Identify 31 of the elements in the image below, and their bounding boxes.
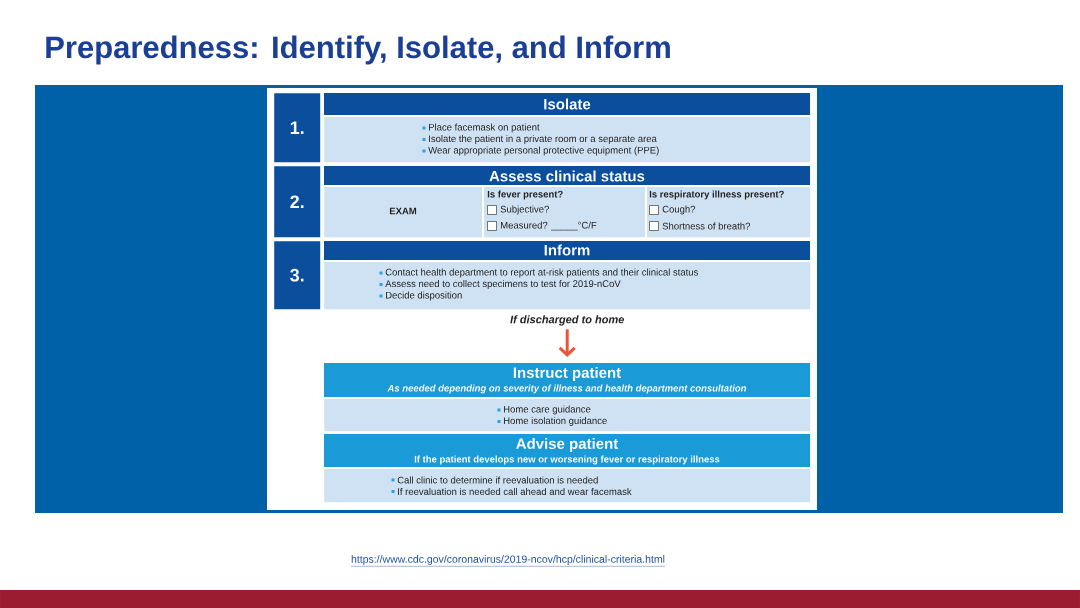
checkbox-item: Shortness of breath?	[649, 221, 751, 231]
url-link: https://www.cdc.gov/coronavirus/2019-ncov/hcp/clinical-criteria.html	[350, 555, 666, 567]
bullet-item: Decide disposition	[379, 291, 462, 301]
bullet-item: Isolate the patient in a private room or a separate area	[422, 135, 657, 144]
section-heading: Advise patient	[516, 438, 619, 452]
row-label: EXAM	[389, 207, 417, 215]
bullet-item: If reevaluation is needed call ahead and wear facemask	[391, 488, 632, 495]
section-heading: Inform	[544, 244, 590, 256]
bullet-item: Home isolation guidance	[497, 417, 607, 426]
title: Preparedness: Identify, Isolate, and Inform	[46, 35, 670, 65]
step-number-box: 3.	[274, 241, 321, 310]
section-heading: Isolate	[544, 98, 591, 110]
edge-label: If discharged to home	[510, 315, 625, 326]
bullet-item: Wear appropriate personal protective equipment (PPE)	[422, 146, 659, 156]
step-number-box: 2.	[274, 166, 321, 238]
bullet-item: Contact health department to report at-risk patients and their clinical status	[379, 268, 698, 278]
bullet-item: Call clinic to determine if reevaluation is needed	[391, 476, 598, 484]
step-number-box: 1.	[274, 93, 321, 163]
bullet-item: Assess need to collect specimens to test for 2019-nCoV	[379, 280, 621, 289]
subheading: If the patient develops new or worsening fever or respiratory illness	[414, 455, 720, 465]
bullet-item: Place facemask on patient	[422, 123, 540, 133]
subheading: As needed depending on severity of illness and health department consultation	[387, 384, 747, 394]
column-heading: Is fever present?	[487, 190, 563, 200]
checkbox-item: Measured? _____°C/F	[487, 221, 597, 231]
section-heading: Assess clinical status	[489, 170, 645, 182]
column-heading: Is respiratory illness present?	[649, 190, 784, 200]
arrow	[558, 329, 576, 357]
checkbox-item: Subjective?	[487, 205, 549, 215]
section-heading: Instruct patient	[513, 367, 621, 381]
bullet-item: Home care guidance	[497, 405, 591, 415]
checkbox-item: Cough?	[649, 205, 696, 215]
